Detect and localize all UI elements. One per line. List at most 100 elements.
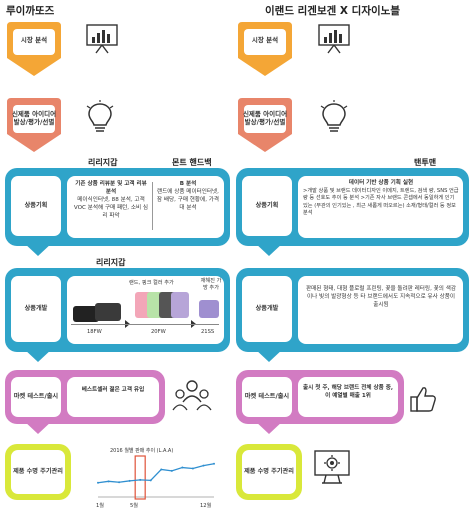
chart-series-line bbox=[97, 463, 215, 484]
chart-plot bbox=[97, 455, 215, 500]
left-stage1-label: 시장 분석 bbox=[20, 36, 48, 45]
right-stage5-panel: 마켓 테스트/출시 출시 첫 주, 해당 브랜드 전체 상품 중, 이 예열별 … bbox=[236, 370, 404, 434]
left-stage3-a-text: 메이식인터넷, 88 분석, 고객 VOC 분석해 구매 패턴, 소비 심리 파… bbox=[73, 196, 149, 219]
season-timeline bbox=[71, 324, 219, 325]
left-stage6-box: 제품 수명 주기관리 bbox=[11, 450, 65, 494]
right-stage6-box: 제품 수명 주기관리 bbox=[242, 450, 296, 494]
chart-x-label-1: 1월 bbox=[96, 503, 105, 509]
lightbulb-icon bbox=[320, 100, 348, 132]
left-stage3-panel: 상품기획 기존 상품 리뷰분 및 고객 리뷰 분석 메이식인터넷, 88 분석,… bbox=[5, 168, 230, 256]
right-stage4-content: 판매된 형태, 대형 플로럴 프린팅, 꽃을 돌려판 레터링, 꽃의 색감이나 … bbox=[298, 276, 463, 344]
left-stage4-content: 랜드, 핑크 컬러 추가 재해진 가방 추가 18FW 20FW 21SS bbox=[67, 276, 224, 344]
divider bbox=[152, 182, 153, 230]
left-stage3-label: 상품기획 bbox=[24, 202, 48, 210]
chart-title: 2016 월별 판매 추이 (L.A.A) bbox=[110, 448, 174, 454]
thumbs-up-icon bbox=[410, 387, 436, 412]
right-stage-idea: 신제품 아이디어 발상/평가/선별 bbox=[236, 96, 294, 152]
chart-point bbox=[128, 479, 131, 482]
left-stage3-b-text: 랜드에 상품 메이터인터넷, 잠 배당, 구매 현황에, 가격대 분석 bbox=[156, 188, 220, 211]
season-21ss: 21SS bbox=[201, 329, 215, 335]
chart-point bbox=[170, 469, 173, 472]
right-stage4-panel: 상품개발 판매된 형태, 대형 플로럴 프린팅, 꽃을 돌려판 레터링, 꽃의 … bbox=[236, 268, 469, 362]
left-stage4-panel: 상품개발 랜드, 핑크 컬러 추가 재해진 가방 추가 18FW 20FW 21… bbox=[5, 268, 230, 362]
chart-point bbox=[149, 479, 152, 482]
stage4-label-right: 재해진 가방 추가 bbox=[200, 278, 222, 291]
left-stage-market-analysis: 시장 분석 bbox=[5, 20, 63, 76]
right-stage3-text: 데이터 기반 상품 기획 실현 >개발 상품 및 브랜드 데이터디자인 이메지,… bbox=[303, 180, 459, 217]
chart-point bbox=[160, 468, 163, 471]
down-arrow-icon bbox=[23, 420, 53, 434]
season-20fw: 20FW bbox=[151, 329, 166, 335]
right-stage6-label: 제품 수명 주기관리 bbox=[244, 468, 294, 476]
right-stage2-shape bbox=[238, 98, 292, 152]
left-stage4-header: 리리지갑 bbox=[96, 258, 126, 267]
presentation-chart-icon bbox=[86, 24, 118, 54]
chart-point bbox=[202, 464, 205, 467]
chart-highlight-box bbox=[134, 455, 146, 500]
chart-point bbox=[118, 481, 121, 484]
presentation-chart-icon bbox=[318, 24, 350, 54]
right-stage3-label: 상품기획 bbox=[255, 202, 279, 210]
lightbulb-icon bbox=[86, 100, 114, 132]
chart-point bbox=[181, 466, 184, 469]
chart-point bbox=[213, 462, 215, 465]
purple-bag-image bbox=[199, 300, 219, 318]
right-stage3-header: 탠투맨 bbox=[414, 158, 437, 167]
left-stage3-header2: 몬트 핸드백 bbox=[172, 158, 212, 167]
right-stage-market-analysis: 시장 분석 bbox=[236, 20, 294, 76]
purple-wallet-image bbox=[171, 292, 189, 318]
left-stage1-shape bbox=[7, 22, 61, 76]
right-stage4-box: 상품개발 bbox=[242, 276, 292, 342]
left-stage5-label: 마켓 테스트/출시 bbox=[13, 393, 59, 401]
right-stage3-title: 데이터 기반 상품 기획 실현 bbox=[348, 180, 414, 186]
chart-point bbox=[191, 467, 194, 470]
right-title: 이랜드 리겐보겐 X 디자이노블 bbox=[265, 5, 400, 17]
right-stage3-content: 데이터 기반 상품 기획 실현 >개발 상품 및 브랜드 데이터디자인 이메지,… bbox=[298, 176, 463, 238]
stage4-label-top: 랜드, 핑크 컬러 추가 bbox=[129, 280, 174, 286]
right-stage5-content: 출시 첫 주, 해당 브랜드 전체 상품 중, 이 예열별 매출 1위 bbox=[298, 377, 398, 417]
right-stage4-label: 상품개발 bbox=[255, 305, 279, 313]
left-stage5-content: 베스트셀러 젊은 고객 유입 bbox=[67, 377, 159, 417]
chart-point bbox=[97, 481, 99, 484]
left-stage5-box: 마켓 테스트/출시 bbox=[11, 377, 61, 417]
left-title: 루이까또즈 bbox=[6, 5, 55, 17]
left-stage3-box: 상품기획 bbox=[11, 176, 61, 236]
left-stage3-a-title: 기존 상품 리뷰분 및 고객 리뷰 분석 bbox=[75, 181, 147, 195]
down-arrow-icon bbox=[254, 242, 284, 256]
left-stage5-panel: 마켓 테스트/출시 베스트셀러 젊은 고객 유입 bbox=[5, 370, 165, 434]
down-arrow-icon bbox=[254, 348, 284, 362]
chart-x-label-5: 5월 bbox=[130, 503, 139, 509]
right-stage6-panel: 제품 수명 주기관리 bbox=[236, 444, 302, 500]
down-arrow-icon bbox=[254, 420, 284, 434]
down-arrow-icon bbox=[23, 242, 53, 256]
right-stage2-label: 신제품 아이디어 발상/평가/선별 bbox=[242, 109, 288, 126]
right-stage3-body: >개발 상품 및 브랜드 데이터디자인 이메지, 트렌드, 검색 량, SNS … bbox=[303, 187, 459, 217]
right-stage1-label: 시장 분석 bbox=[251, 36, 279, 45]
chart-point bbox=[139, 478, 142, 481]
left-stage4-label: 상품개발 bbox=[24, 305, 48, 313]
left-stage-idea: 신제품 아이디어 발상/평가/선별 bbox=[5, 96, 63, 152]
right-stage5-label: 마켓 테스트/출시 bbox=[244, 393, 290, 401]
left-stage6-label: 제품 수명 주기관리 bbox=[13, 468, 63, 476]
left-stage5-text: 베스트셀러 젊은 고객 유입 bbox=[81, 387, 145, 393]
season-18fw: 18FW bbox=[87, 329, 102, 335]
monitor-settings-icon bbox=[314, 450, 350, 484]
left-stage4-box: 상품개발 bbox=[11, 276, 61, 342]
down-arrow-icon bbox=[23, 348, 53, 362]
left-stage3-content: 기존 상품 리뷰분 및 고객 리뷰 분석 메이식인터넷, 88 분석, 고객 V… bbox=[67, 176, 224, 238]
left-stage3-col-a: 기존 상품 리뷰분 및 고객 리뷰 분석 메이식인터넷, 88 분석, 고객 V… bbox=[72, 181, 150, 221]
right-stage1-shape bbox=[238, 22, 292, 76]
left-stage6-panel: 제품 수명 주기관리 bbox=[5, 444, 71, 500]
chart-point bbox=[107, 480, 110, 483]
right-stage5-text: 출시 첫 주, 해당 브랜드 전체 상품 중, 이 예열별 매출 1위 bbox=[303, 385, 393, 399]
right-stage5-box: 마켓 테스트/출시 bbox=[242, 377, 292, 417]
right-stage3-box: 상품기획 bbox=[242, 176, 292, 236]
left-stage3-b-title: B 분석 bbox=[179, 181, 197, 187]
left-stage3-col-b: B 분석 랜드에 상품 메이터인터넷, 잠 배당, 구매 현황에, 가격대 분석 bbox=[156, 181, 220, 213]
right-stage3-panel: 상품기획 데이터 기반 상품 기획 실현 >개발 상품 및 브랜드 데이터디자인… bbox=[236, 168, 469, 256]
left-stage2-shape bbox=[7, 98, 61, 152]
people-group-icon bbox=[172, 380, 212, 411]
left-stage2-label: 신제품 아이디어 발상/평가/선별 bbox=[11, 109, 57, 126]
black-wallet-image bbox=[95, 303, 121, 321]
right-stage4-text: 판매된 형태, 대형 플로럴 프린팅, 꽃을 돌려판 레터링, 꽃의 색감이나 … bbox=[306, 286, 456, 308]
